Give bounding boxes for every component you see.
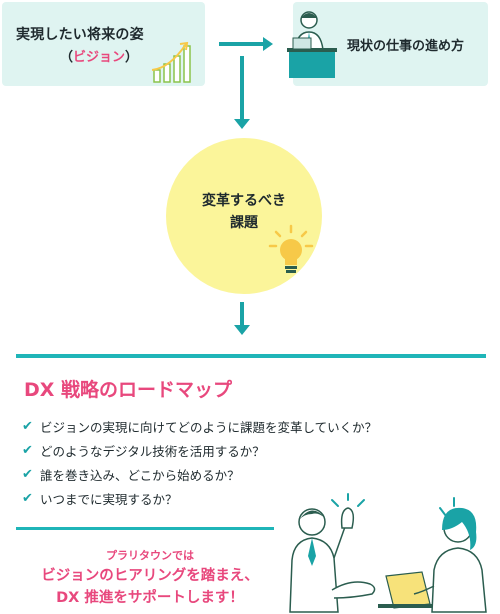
check-icon: ✔ <box>22 490 33 506</box>
checklist-item: ✔ビジョンの実現に向けてどのように課題を変革していくか？ <box>22 418 378 435</box>
roadmap-checklist: ✔ビジョンの実現に向けてどのように課題を変革していくか？ ✔どのようなデジタル技… <box>22 414 377 510</box>
checklist-item: ✔いつまでに実現するか？ <box>22 490 178 507</box>
current-work-title: 現状の仕事の進め方 <box>347 39 465 54</box>
growth-chart-icon <box>151 41 191 83</box>
vision-title: 実現したい将来の姿 <box>16 27 144 43</box>
challenge-label: 変革するべき 課題 <box>202 193 286 231</box>
footer-intro: プラリタウンでは <box>106 549 194 562</box>
checklist-item: ✔どのようなデジタル技術を活用するか？ <box>22 442 265 459</box>
lightbulb-icon <box>268 224 314 273</box>
roadmap-title: DX 戦略のロードマップ <box>24 379 233 401</box>
check-icon: ✔ <box>22 418 33 434</box>
footer-message-line2: DX 推進をサポートします！ <box>56 590 244 606</box>
check-icon: ✔ <box>22 466 33 482</box>
vision-keyword: ビジョン <box>73 50 126 65</box>
footer-message-line1: ビジョンのヒアリングを踏まえ、 <box>41 568 259 584</box>
arrow-down-icon <box>234 56 250 129</box>
arrow-right-icon <box>219 37 273 51</box>
section-divider <box>16 354 486 358</box>
footer-divider <box>16 527 274 530</box>
vision-box: 実現したい将来の姿 （ビジョン） <box>2 2 205 86</box>
meeting-people-icon <box>289 493 487 613</box>
checklist-item: ✔誰を巻き込み、どこから始めるか？ <box>22 466 240 483</box>
challenge-circle: 変革するべき 課題 <box>166 138 322 294</box>
check-icon: ✔ <box>22 442 33 458</box>
current-work-box: 現状の仕事の進め方 <box>287 2 488 86</box>
arrow-down-icon <box>234 302 250 335</box>
office-worker-icon <box>287 11 337 78</box>
vision-subtitle: （ビジョン） <box>60 50 139 65</box>
